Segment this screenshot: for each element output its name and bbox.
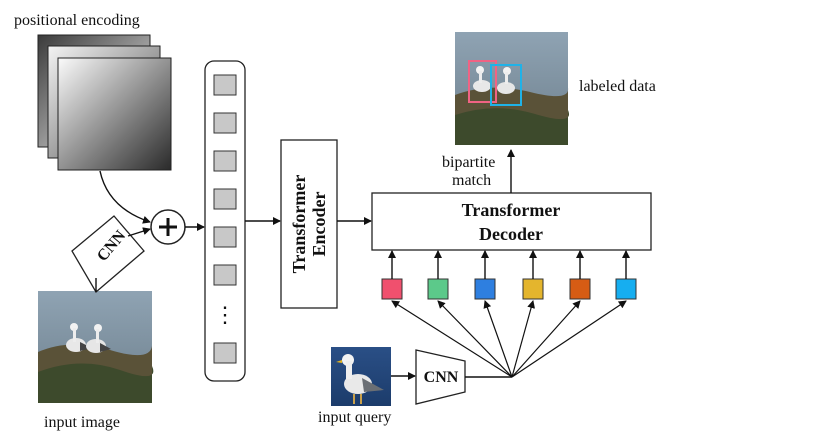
sequence-token — [213, 150, 237, 172]
labeled-data-label: labeled data — [579, 78, 656, 95]
pe-to-plus-arrow — [99, 170, 151, 224]
query-embedding-2 — [427, 278, 449, 300]
input-query-label: input query — [318, 409, 391, 426]
add-operator — [150, 209, 186, 245]
positional-encoding-label: positional encoding — [14, 12, 140, 29]
labeled-data-image — [455, 32, 570, 145]
sequence-ellipsis: ⋮ — [214, 302, 236, 327]
positional-encoding-maps — [37, 34, 172, 171]
cnn-backbone: CNN — [71, 215, 145, 293]
query-embedding-3 — [474, 278, 496, 300]
query-fan-arrows — [391, 300, 627, 378]
sequence-token — [213, 264, 237, 286]
input-image-label: input image — [44, 414, 120, 431]
hub-to-query-arrow — [511, 300, 535, 378]
query-embeddings — [381, 250, 637, 300]
hub-to-query-arrow — [391, 300, 513, 378]
transformer-decoder: Transformer Decoder — [371, 192, 652, 251]
input-query-image — [331, 347, 391, 406]
decoder-label-line1: Transformer — [462, 200, 561, 220]
query-cnn-label: CNN — [424, 369, 459, 386]
sequence-token — [213, 74, 237, 96]
decoder-label-line2: Decoder — [479, 224, 543, 244]
bipartite-label-line1: bipartite — [442, 154, 495, 171]
sequence-token — [213, 342, 237, 364]
sequence-token — [213, 188, 237, 210]
cnn-to-plus-arrow — [127, 227, 151, 237]
token-sequence: ⋮ — [204, 60, 246, 382]
sequence-token — [213, 226, 237, 248]
query-cnn: CNN — [415, 349, 466, 405]
bounding-box-pink — [468, 60, 497, 103]
query-embedding-5 — [569, 278, 591, 300]
query-embedding-4 — [522, 278, 544, 300]
sequence-token — [213, 112, 237, 134]
input-image — [38, 291, 154, 403]
hub-to-query-arrow — [511, 300, 581, 378]
bounding-box-cyan — [490, 64, 522, 106]
hub-to-query-arrow — [483, 300, 513, 378]
transformer-encoder: Transformer Encoder — [280, 139, 338, 309]
encoder-label-line1: Transformer — [289, 175, 309, 274]
encoder-label-line2: Encoder — [309, 191, 329, 256]
hub-to-query-arrow — [511, 300, 627, 378]
hub-to-query-arrow — [437, 300, 513, 378]
query-embedding-1 — [381, 278, 403, 300]
bipartite-label-line2: match — [452, 172, 491, 189]
query-embedding-6 — [615, 278, 637, 300]
